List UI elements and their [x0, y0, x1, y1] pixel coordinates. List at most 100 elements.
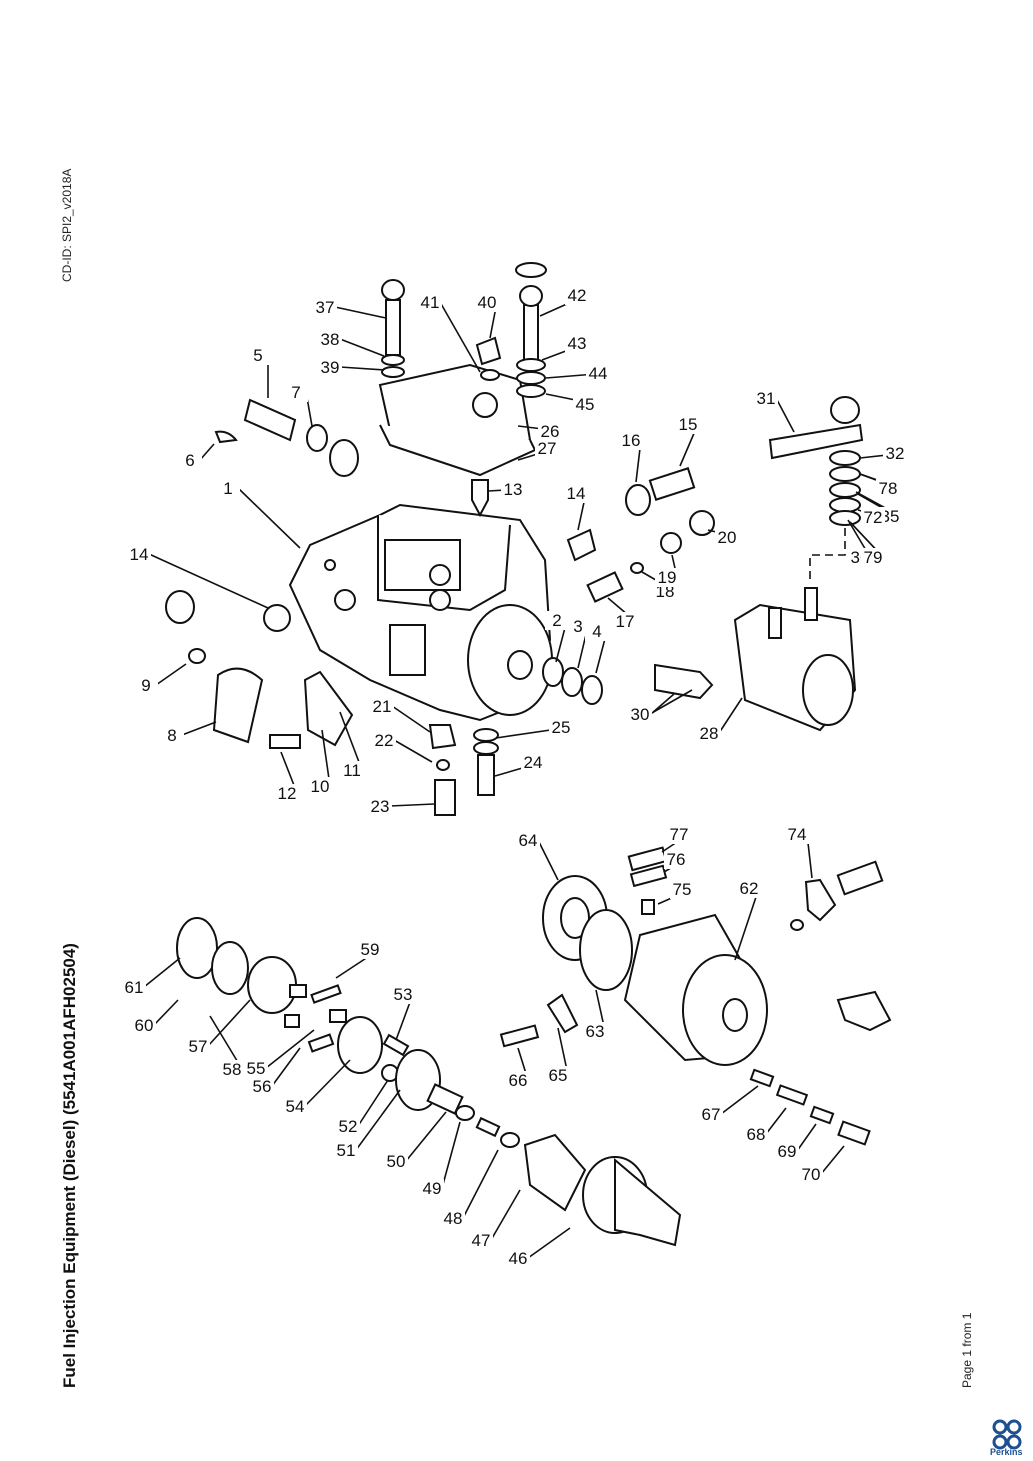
callout-label-20: 20 [718, 528, 737, 547]
callout-label-bg [754, 389, 778, 408]
callout-leader-56 [271, 1047, 301, 1087]
callout-leader-46 [527, 1227, 571, 1259]
callout-label-70: 70 [802, 1165, 821, 1184]
callout-label-51: 51 [337, 1141, 356, 1160]
callout-label-3: 3 [573, 617, 582, 636]
callout-label-bg [715, 528, 739, 547]
callout-label-44: 44 [589, 364, 608, 383]
callout-label-bg [160, 726, 184, 745]
callout-label-55: 55 [247, 1059, 266, 1078]
callout-label-bg [372, 731, 396, 750]
callout-label-6: 6 [185, 451, 194, 470]
callout-label-bg [122, 978, 146, 997]
callout-label-5: 5 [253, 346, 262, 365]
callout-label-25: 25 [552, 718, 571, 737]
callout-label-78: 78 [879, 479, 898, 498]
callout-label-2: 2 [552, 611, 561, 630]
callout-label-bg [583, 1022, 607, 1041]
callout-leader-21 [391, 705, 431, 733]
callout-label-bg [501, 480, 525, 499]
callout-label-31: 31 [757, 389, 776, 408]
callout-label-21: 21 [373, 697, 392, 716]
callout-label-12: 12 [278, 784, 297, 803]
callout-label-bg [619, 431, 643, 450]
callout-leader-61 [143, 957, 181, 988]
callout-label-4: 4 [592, 622, 601, 641]
callout-leader-31 [775, 397, 795, 433]
callout-label-bg [384, 1152, 408, 1171]
callout-label-69: 69 [778, 1142, 797, 1161]
callout-leader-52 [357, 1079, 389, 1127]
callout-label-bg [506, 1071, 530, 1090]
callout-label-74: 74 [788, 825, 807, 844]
callout-leader-11 [339, 711, 363, 771]
callout-label-bg [861, 508, 885, 527]
callout-label-15: 15 [679, 415, 698, 434]
callout-leader-41 [439, 301, 481, 373]
callout-label-bg [876, 479, 900, 498]
callout-label-bg [564, 484, 588, 503]
callout-label-bg [585, 622, 609, 641]
callout-leader-48 [462, 1149, 499, 1219]
callout-label-46: 46 [509, 1249, 528, 1268]
callout-label-bg [308, 777, 332, 796]
callout-label-52: 52 [339, 1117, 358, 1136]
callout-leader-39 [339, 366, 385, 371]
callout-label-39: 39 [321, 358, 340, 377]
callout-label-bg [469, 1231, 493, 1250]
callout-leader-38 [339, 338, 385, 357]
callout-leader-37 [334, 306, 387, 319]
callout-label-43: 43 [568, 334, 587, 353]
callout-label-bg [368, 797, 392, 816]
callout-label-64: 64 [519, 831, 538, 850]
callout-label-bg [132, 1016, 156, 1035]
callout-leader-9 [155, 663, 187, 686]
perkins-logo-icon [992, 1419, 1022, 1450]
callout-leader-1 [237, 487, 301, 549]
callout-label-bg [664, 850, 688, 869]
callout-label-28: 28 [700, 724, 719, 743]
callout-label-bg [737, 879, 761, 898]
callout-label-bg [573, 395, 597, 414]
callout-label-42: 42 [568, 286, 587, 305]
callout-label-bg [676, 415, 700, 434]
callout-label-9: 9 [141, 676, 150, 695]
callout-label-bg [613, 612, 637, 631]
callout-label-bg [549, 718, 573, 737]
callout-label-bg [420, 1179, 444, 1198]
callout-label-14: 14 [130, 545, 149, 564]
callout-label-68: 68 [747, 1125, 766, 1144]
callout-label-38: 38 [321, 330, 340, 349]
callout-label-48: 48 [444, 1209, 463, 1228]
callout-label-bg [670, 880, 694, 899]
callout-label-32: 32 [886, 444, 905, 463]
callout-label-bg [418, 293, 442, 312]
callout-label-bg [358, 940, 382, 959]
callout-label-66: 66 [509, 1071, 528, 1090]
callout-label-bg [284, 383, 308, 402]
callout-leader-51 [355, 1089, 401, 1151]
callout-label-45: 45 [576, 395, 595, 414]
callout-label-bg [283, 1097, 307, 1116]
callout-leader-55 [265, 1029, 315, 1069]
callout-leader-47 [490, 1189, 521, 1241]
callout-leader-70 [820, 1145, 845, 1175]
callout-leader-22 [393, 739, 433, 763]
callout-label-bg [565, 334, 589, 353]
callout-label-bg [186, 1037, 210, 1056]
callout-label-58: 58 [223, 1060, 242, 1079]
callout-label-bg [391, 985, 415, 1004]
callout-label-bg [441, 1209, 465, 1228]
callout-label-bg [799, 1165, 823, 1184]
callout-label-67: 67 [702, 1105, 721, 1124]
callout-label-63: 63 [586, 1022, 605, 1041]
callout-label-bg [667, 825, 691, 844]
callout-label-bg [586, 364, 610, 383]
callout-leader-23 [389, 803, 435, 807]
callout-label-16: 16 [622, 431, 641, 450]
callout-leader-8 [181, 721, 217, 736]
callout-label-72: 72 [864, 508, 883, 527]
callout-label-bg [216, 479, 240, 498]
